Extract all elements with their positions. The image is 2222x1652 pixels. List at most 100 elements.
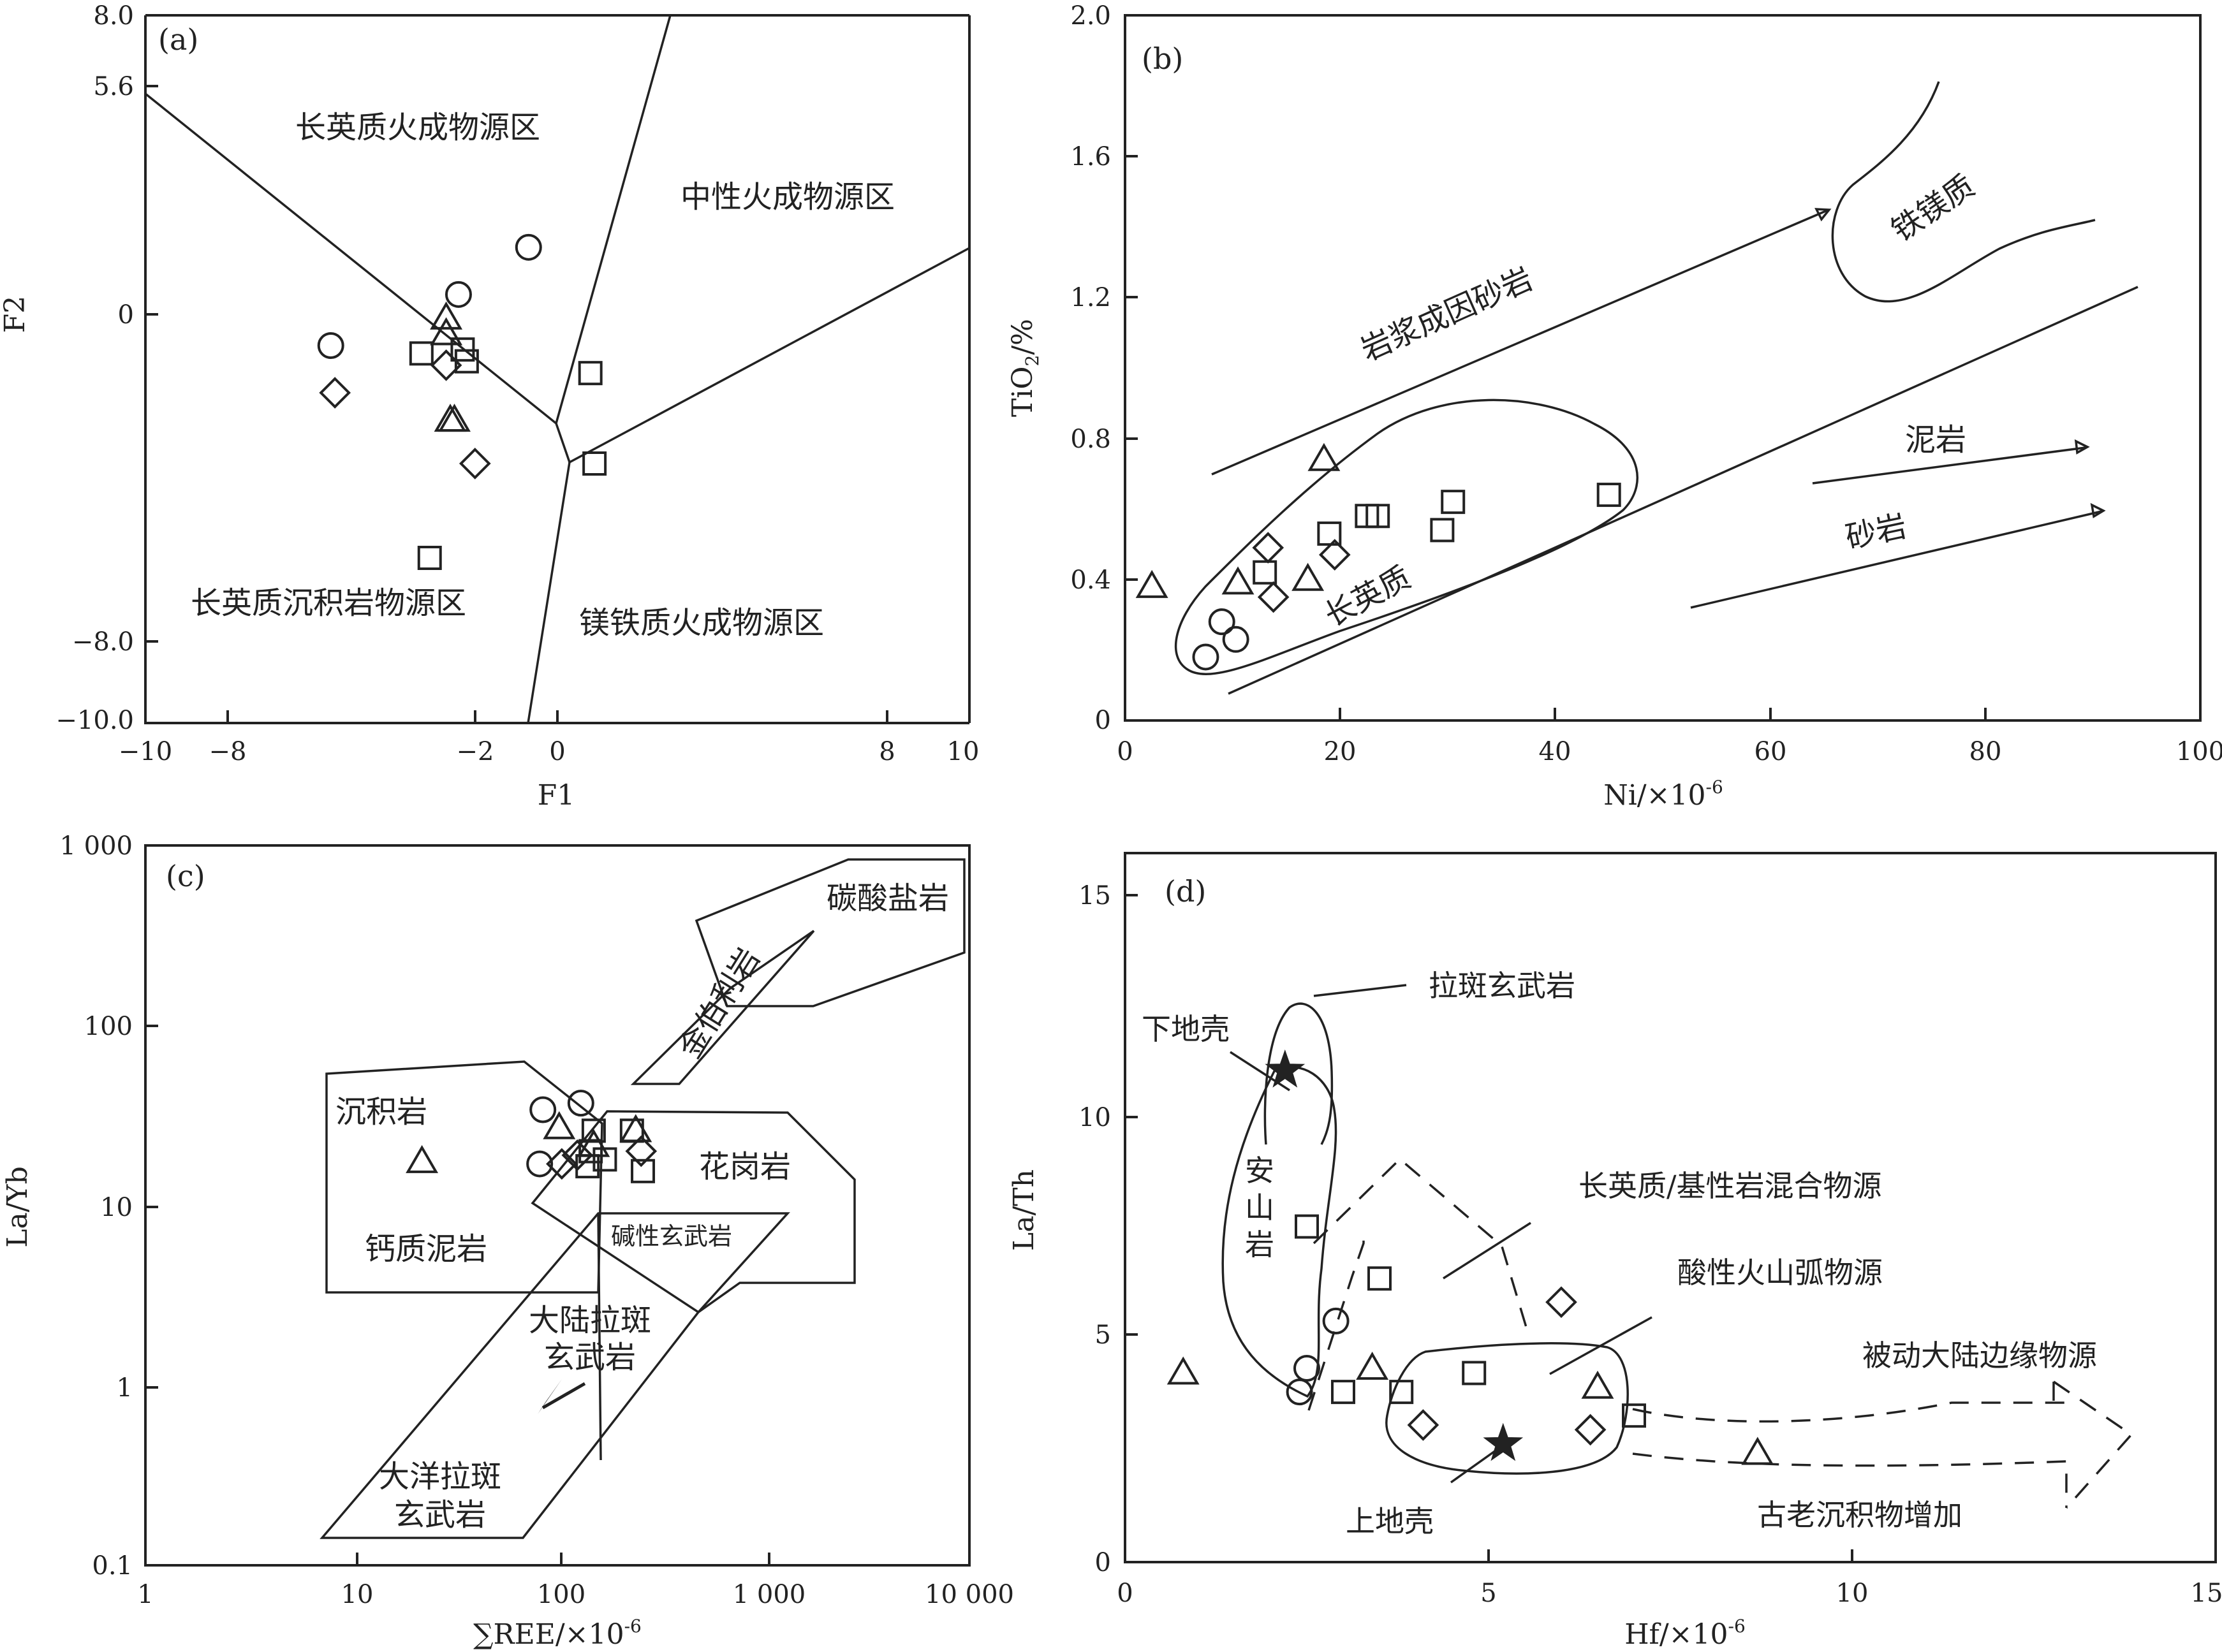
panel-d-xtick: 5	[1480, 1579, 1496, 1608]
panel-a-ytick: −8.0	[72, 627, 134, 657]
panel-a-xtick: −8	[209, 737, 247, 766]
panel-d-markers	[1166, 1049, 1774, 1465]
panel-a-yticks: 8.0 5.6 0 −8.0 −10.0	[55, 1, 134, 735]
data-point-square	[1365, 504, 1390, 529]
region-andesite-1: 安	[1245, 1153, 1274, 1188]
panel-b-ytick: 0.8	[1070, 425, 1111, 454]
data-point-diamond	[1257, 581, 1290, 613]
field-felsic-envelope	[1174, 398, 1639, 675]
panel-b-xtick: 60	[1755, 737, 1787, 766]
panel-a-xticks: −10 −8 −2 0 8 10	[119, 737, 980, 766]
data-point-square	[1295, 1214, 1319, 1239]
panel-c-frame	[144, 844, 971, 1567]
panel-b-fields	[1174, 81, 2138, 695]
panel-b-ylabel-sub: 2	[1022, 355, 1043, 367]
panel-c-xlabel: ∑REE/×10-6	[473, 1616, 642, 1651]
data-point-circle	[1208, 608, 1235, 636]
field-upper-crust	[1385, 1342, 1629, 1475]
data-point-diamond	[1407, 1409, 1439, 1441]
panel-c: 1 10 100 1 000 10 000 0.1 1 10 100 1 000…	[1, 831, 1014, 1651]
panel-b-xlabel-sup: -6	[1705, 777, 1723, 798]
panel-a-ticks	[144, 14, 971, 724]
field-continental-basalt	[320, 1212, 790, 1539]
data-point-diamond	[430, 349, 462, 381]
panel-d-xlabel: Hf/×10-6	[1624, 1616, 1746, 1651]
panel-d-ytick: 15	[1078, 881, 1111, 910]
data-point-diamond	[561, 1139, 594, 1171]
data-point-square	[1596, 483, 1621, 508]
panel-b-ticks	[1124, 155, 1987, 720]
data-point-circle	[317, 332, 344, 359]
panel-a-ylabel: F2	[0, 296, 31, 333]
panel-d-xtick: 15	[2191, 1579, 2222, 1608]
data-point-star	[1265, 1049, 1306, 1088]
data-point-diamond	[1545, 1286, 1577, 1319]
panel-d-ylabel: La/Th	[1008, 1169, 1040, 1251]
region-granite: 花岗岩	[699, 1149, 791, 1185]
data-point-triangle	[430, 317, 463, 346]
field-carbonate	[695, 858, 966, 1007]
data-point-square	[417, 546, 442, 570]
data-point-circle	[529, 1096, 557, 1123]
panel-d-frame	[1124, 852, 2217, 1563]
data-point-triangle	[1166, 1356, 1200, 1385]
panel-d-ytick: 0	[1095, 1548, 1111, 1577]
panel-b-ytick: 0	[1095, 706, 1111, 735]
panel-c-ytick: 0.1	[92, 1551, 133, 1581]
data-point-star	[1483, 1422, 1524, 1461]
region-andesite-2: 山	[1245, 1190, 1274, 1225]
data-point-diamond	[1252, 532, 1284, 564]
panel-b-ytick: 1.6	[1070, 142, 1111, 172]
panel-c-xlabel-sup: -6	[624, 1616, 642, 1637]
data-point-square	[1462, 1361, 1487, 1385]
panel-c-xtick: 10	[341, 1580, 374, 1609]
region-oceanic-tholeiite-2: 玄武岩	[394, 1497, 486, 1533]
panel-c-ticks	[145, 1025, 770, 1565]
panel-b-xtick: 20	[1324, 737, 1357, 766]
region-continental-tholeiite-1: 大陆拉斑	[529, 1303, 651, 1338]
panel-a-xtick: 0	[549, 737, 565, 766]
data-point-square	[1253, 560, 1277, 585]
panel-c-fields	[320, 858, 966, 1539]
region-magmatic-sandstone: 岩浆成因砂岩	[1356, 261, 1538, 368]
panel-d-yticks: 0 5 10 15	[1078, 881, 1111, 1577]
panel-b-label: (b)	[1142, 41, 1183, 76]
panel-d-xlabel-sup: -6	[1728, 1616, 1746, 1637]
data-point-square	[1331, 1380, 1355, 1405]
panel-a-label: (a)	[158, 22, 198, 57]
data-point-square	[1622, 1403, 1646, 1428]
data-point-triangle	[430, 301, 463, 330]
panel-b-ylabel-main: TiO	[1006, 366, 1039, 417]
data-point-circle	[1322, 1307, 1350, 1334]
panel-a-ytick: −10.0	[55, 706, 134, 735]
panel-b-xticks: 0 20 40 60 80 100	[1117, 737, 2222, 766]
panel-c-xlabel-main: ∑REE/×10	[473, 1618, 624, 1651]
data-point-square	[1430, 518, 1455, 543]
panel-b: 0 20 40 60 80 100 0 0.4 0.8 1.2 1.6 2.0 …	[1006, 1, 2222, 812]
panel-d-xlabel-main: Hf/×10	[1624, 1618, 1728, 1651]
data-point-triangle	[1307, 442, 1341, 471]
region-felsic-igneous: 长英质火成物源区	[295, 110, 540, 145]
data-point-circle	[567, 1090, 594, 1117]
panel-c-xtick: 1	[137, 1580, 153, 1609]
region-kimberlite: 金伯利岩	[672, 942, 767, 1065]
panel-b-frame	[1124, 14, 2202, 722]
panel-d-xtick: 0	[1117, 1579, 1133, 1608]
panel-d-xtick: 10	[1836, 1579, 1869, 1608]
panel-c-regions: 碳酸盐岩 金伯利岩 沉积岩 花岗岩 碱性玄武岩 钙质泥岩 大陆拉斑 玄武岩 大洋…	[335, 881, 949, 1533]
data-point-circle	[1222, 625, 1249, 653]
panel-b-xtick: 40	[1539, 737, 1571, 766]
panel-d-xticks: 0 5 10 15	[1117, 1579, 2222, 1608]
panel-c-ytick: 1 000	[59, 831, 133, 861]
data-point-triangle	[1356, 1352, 1389, 1380]
region-alkali-basalt: 碱性玄武岩	[611, 1222, 732, 1250]
data-point-square	[409, 341, 434, 366]
data-point-diamond	[546, 1148, 578, 1180]
panel-b-ylabel: TiO2/%	[1006, 319, 1043, 417]
panel-d-regions: 拉斑玄武岩 下地壳 安 山 岩 长英质/基性岩混合物源 酸性火山弧物源 被动大陆…	[1142, 969, 2097, 1539]
panel-a-markers	[317, 233, 607, 570]
panel-d: 0 5 10 15 0 5 10 15 (d) Hf/×10-6 La/Th 拉…	[1008, 852, 2222, 1651]
data-point-square	[582, 451, 607, 476]
panel-c-xtick: 100	[537, 1580, 585, 1609]
